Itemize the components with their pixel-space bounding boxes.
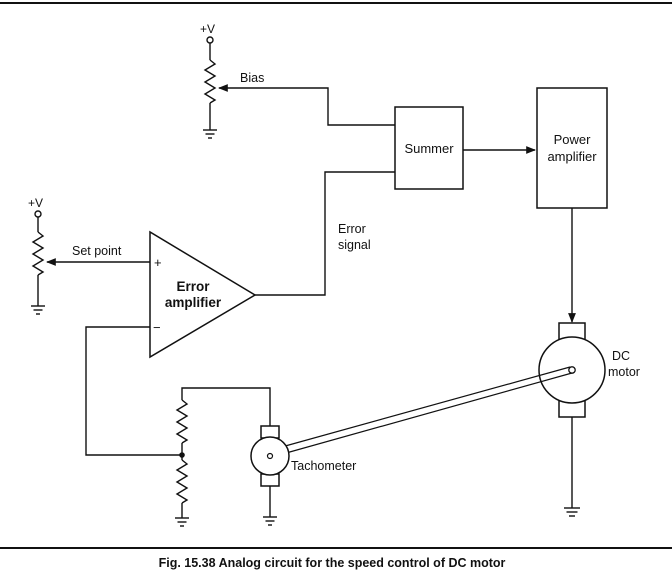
error-signal-label-line2: signal <box>338 238 371 252</box>
summer-block <box>394 106 464 190</box>
tach-to-divider-wire <box>181 387 271 426</box>
power-amplifier-block <box>536 87 608 209</box>
bias-wire <box>218 84 395 126</box>
supply-top-label: +V <box>200 22 215 36</box>
feedback-wire <box>85 326 182 456</box>
figure-caption: Fig. 15.38 Analog circuit for the speed … <box>159 556 506 570</box>
motor-shaft <box>277 366 573 456</box>
error-amplifier-block <box>149 230 257 359</box>
error-amp-label-line2: amplifier <box>165 295 222 310</box>
error-amp-label-line1: Error <box>176 279 210 294</box>
error-signal-wire <box>255 171 395 296</box>
tachometer-label: Tachometer <box>291 459 356 473</box>
dc-motor-label-line1: DC <box>612 349 630 363</box>
minus-input-sign: − <box>153 320 161 335</box>
bias-potentiometer <box>203 36 217 139</box>
power-amp-label-line2: amplifier <box>547 149 597 164</box>
bias-label: Bias <box>240 71 264 85</box>
plus-input-sign: + <box>154 255 162 270</box>
summer-label: Summer <box>404 141 454 156</box>
error-signal-label-line1: Error <box>338 222 366 236</box>
power-amp-label-line1: Power <box>554 132 592 147</box>
set-point-potentiometer <box>31 210 45 315</box>
supply-left-label: +V <box>28 196 43 210</box>
feedback-voltage-divider <box>175 399 189 527</box>
set-point-label: Set point <box>72 244 122 258</box>
dc-motor <box>538 322 606 517</box>
tachometer <box>250 425 290 526</box>
dc-motor-label-line2: motor <box>608 365 640 379</box>
